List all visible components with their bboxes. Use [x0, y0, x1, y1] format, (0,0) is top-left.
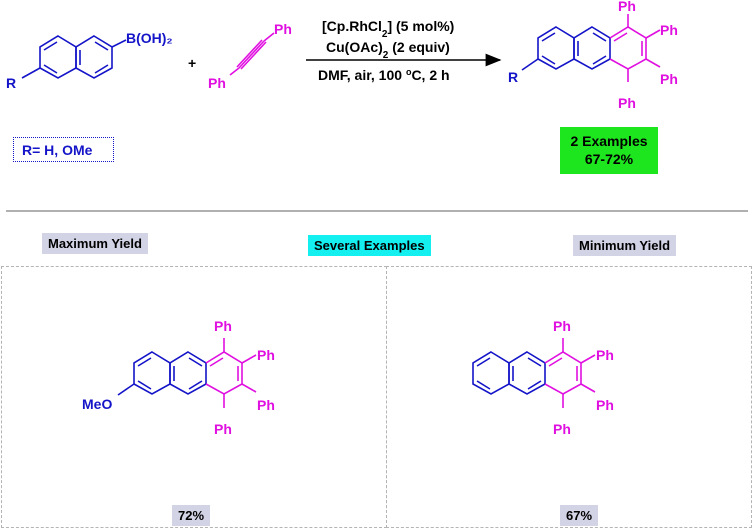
boronic-acid-label: B(OH)₂: [126, 30, 173, 46]
meo-ph-3: Ph: [257, 397, 275, 413]
examples-yield-range: 67-72%: [584, 151, 634, 167]
examples-count: 2 Examples: [570, 133, 648, 149]
meo-substituent: MeO: [82, 396, 112, 412]
product-unsubstituted: [472, 338, 596, 408]
panel-minimum-yield: [386, 266, 752, 528]
product-ph-3: Ph: [660, 71, 678, 87]
ph-top-label: Ph: [274, 21, 292, 37]
tag-several-examples: Several Examples: [308, 235, 431, 256]
product-ph-1: Ph: [618, 0, 636, 14]
yield-left: 72%: [172, 505, 211, 526]
unsub-ph-4: Ph: [553, 421, 571, 437]
product-r-label: R: [508, 69, 518, 85]
tag-maximum-yield: Maximum Yield: [42, 233, 148, 254]
meo-ph-1: Ph: [214, 318, 232, 334]
ph-bottom-label: Ph: [208, 75, 226, 91]
yield-right: 67%: [560, 505, 599, 526]
product-ph-2: Ph: [660, 22, 678, 38]
diphenylacetylene: [229, 32, 275, 76]
condition-catalyst: [Cp.RhCl2] (5 mol%): [322, 18, 454, 40]
unsub-ph-1: Ph: [553, 318, 571, 334]
unsub-ph-2: Ph: [596, 347, 614, 363]
examples-box: 2 Examples 67-72%: [560, 127, 658, 174]
plus-sign: +: [188, 55, 196, 71]
meo-ph-2: Ph: [257, 347, 275, 363]
panel-maximum-yield: [1, 266, 387, 528]
product-ph-4: Ph: [618, 95, 636, 111]
condition-oxidant: Cu(OAc)2 (2 equiv): [326, 39, 450, 61]
tag-minimum-yield: Minimum Yield: [573, 235, 677, 256]
condition-solvent: DMF, air, 100 oC, 2 h: [318, 67, 450, 83]
unsub-ph-3: Ph: [596, 397, 614, 413]
r-substituent-box: R= H, OMe: [13, 137, 114, 162]
naphthalene-reactant: [21, 35, 127, 79]
product-meo: [117, 338, 257, 408]
section-divider: [6, 210, 748, 212]
r-group-label: R: [6, 75, 16, 91]
product-top: [521, 14, 661, 82]
meo-ph-4: Ph: [214, 421, 232, 437]
